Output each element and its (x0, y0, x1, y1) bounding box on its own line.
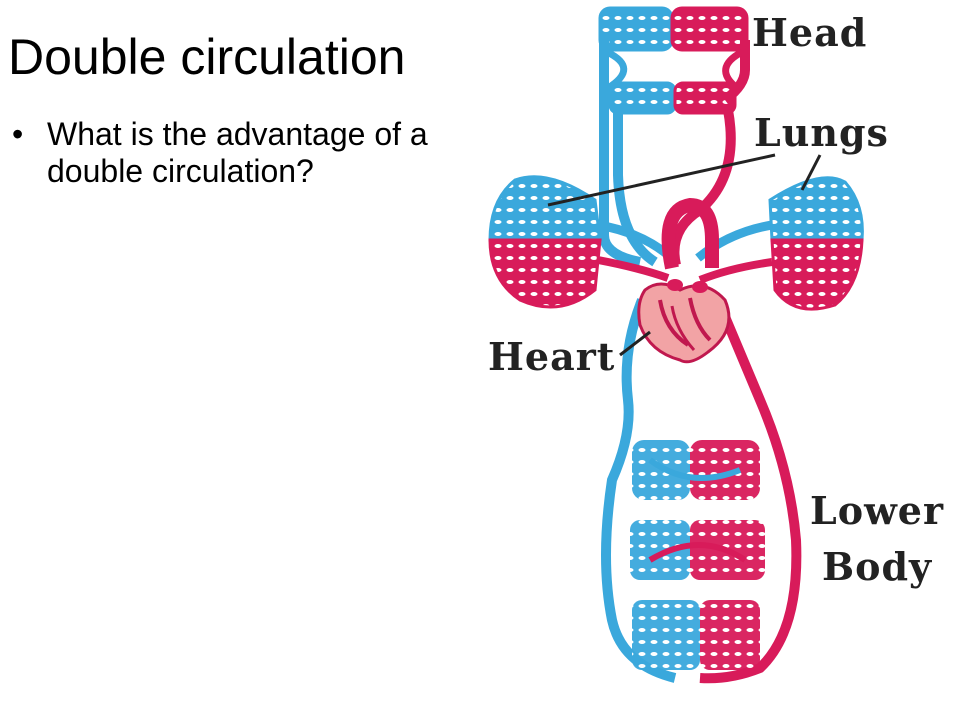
bullet-list: • What is the advantage of a double circ… (12, 116, 442, 190)
circulation-diagram: Head Lungs Heart Lower Body (488, 6, 944, 684)
heart (637, 279, 731, 364)
bullet-dot-icon: • (12, 116, 24, 152)
bullet-item: • What is the advantage of a double circ… (12, 116, 442, 190)
slide-title: Double circulation (8, 29, 406, 85)
right-lung (768, 176, 864, 311)
bullet-text: What is the advantage of a double circul… (47, 116, 428, 189)
left-lung (488, 175, 602, 309)
label-lower-body-2: Body (822, 544, 932, 589)
label-head: Head (752, 10, 867, 55)
label-lungs: Lungs (754, 110, 889, 155)
lower-body-capillaries (630, 440, 765, 670)
label-lower-body-1: Lower (810, 488, 944, 533)
aortic-arch (661, 197, 719, 270)
label-heart: Heart (488, 334, 615, 379)
label-pointers (547, 153, 822, 357)
lower-vessels (601, 298, 802, 684)
